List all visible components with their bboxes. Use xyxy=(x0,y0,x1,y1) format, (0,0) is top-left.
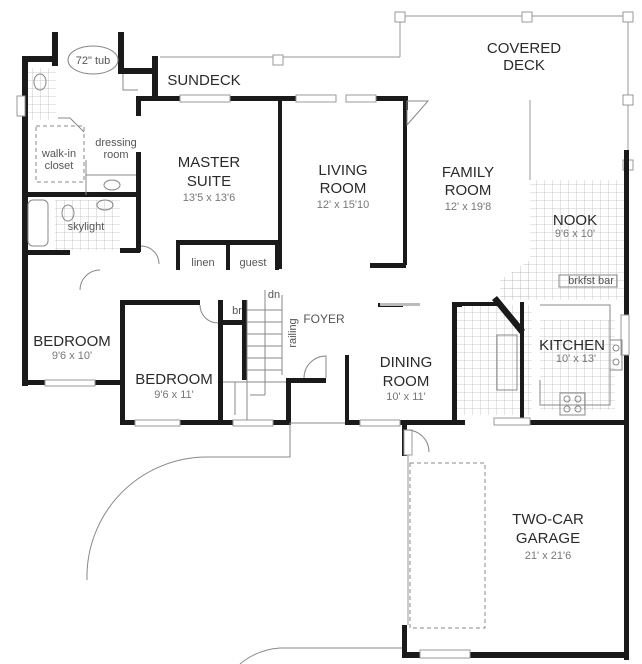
bedroom-2-size: 9'6 x 11' xyxy=(154,389,193,401)
foyer-label: FOYER xyxy=(303,312,345,326)
dining-room-label: DINING xyxy=(380,354,433,371)
svg-text:ROOM: ROOM xyxy=(383,373,430,390)
dressing-room-label: dressing xyxy=(95,137,137,149)
tile-bath xyxy=(55,200,120,250)
tub-label: 72" tub xyxy=(76,55,111,67)
master-suite-size: 13'5 x 13'6 xyxy=(183,192,236,204)
svg-text:DECK: DECK xyxy=(503,57,545,74)
annotations: 72" tub dressing room walk-in closet sky… xyxy=(41,55,614,348)
family-room-label: FAMILY xyxy=(442,164,494,181)
covered-deck-label: COVERED xyxy=(487,40,561,57)
garage-label: TWO-CAR xyxy=(512,511,584,528)
dining-room-size: 10' x 11' xyxy=(386,391,425,403)
tile-nook xyxy=(500,180,628,300)
nook-label: NOOK xyxy=(553,212,597,229)
bedroom-1-label: BEDROOM xyxy=(33,333,111,350)
breakfast-bar-label: brkfst bar xyxy=(568,275,614,287)
sundeck-label: SUNDECK xyxy=(167,72,240,89)
stairs-down-label: dn xyxy=(268,289,280,301)
kitchen-label: KITCHEN xyxy=(539,337,605,354)
svg-text:closet: closet xyxy=(45,160,74,172)
family-room-size: 12' x 19'8 xyxy=(445,201,491,213)
skylight-label: skylight xyxy=(68,221,105,233)
garage-size: 21' x 21'6 xyxy=(525,550,571,562)
bedroom-1-size: 9'6 x 10' xyxy=(52,350,92,362)
fixtures xyxy=(27,45,623,664)
bedroom-2-label: BEDROOM xyxy=(135,371,213,388)
room-labels: COVERED DECK SUNDECK MASTER SUITE 13'5 x… xyxy=(33,40,605,562)
railing-label: railing xyxy=(287,318,299,347)
walls xyxy=(22,32,629,660)
tile-master-toilet xyxy=(28,68,56,120)
guest-closet-label: guest xyxy=(240,257,267,269)
master-suite-label: MASTER xyxy=(178,154,241,171)
svg-text:GARAGE: GARAGE xyxy=(516,530,580,547)
svg-text:SUITE: SUITE xyxy=(187,173,231,190)
walk-in-closet-label: walk-in xyxy=(41,148,76,160)
linen-label: linen xyxy=(191,257,214,269)
staircase xyxy=(223,290,286,420)
svg-text:ROOM: ROOM xyxy=(445,182,492,199)
kitchen-size: 10' x 13' xyxy=(556,353,596,365)
living-room-label: LIVING xyxy=(318,162,367,179)
svg-text:ROOM: ROOM xyxy=(320,180,367,197)
broom-closet-label: br xyxy=(232,305,242,317)
tile-kitchen xyxy=(540,320,615,410)
nook-size: 9'6 x 10' xyxy=(555,228,595,240)
windows xyxy=(16,94,630,659)
living-room-size: 12' x 15'10 xyxy=(317,199,370,211)
svg-text:room: room xyxy=(103,149,128,161)
